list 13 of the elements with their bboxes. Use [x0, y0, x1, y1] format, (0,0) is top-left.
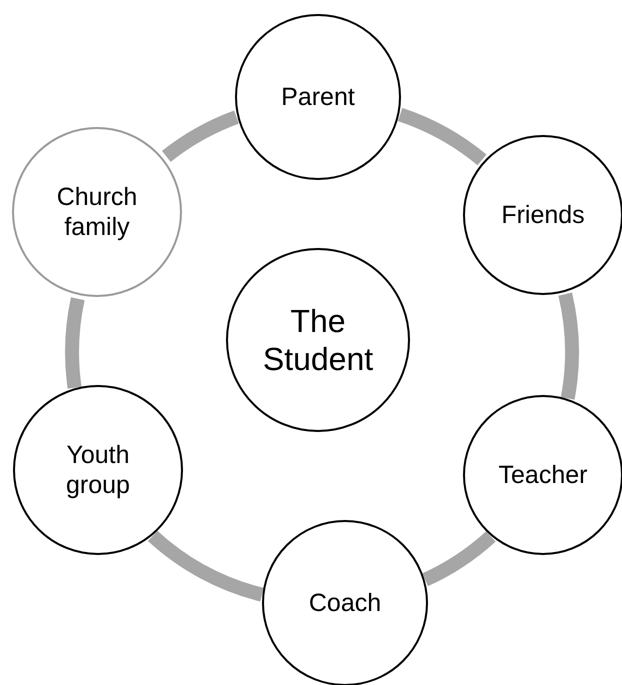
ring-connector: [148, 530, 264, 602]
ring-connector: [398, 108, 486, 166]
ring-connector: [558, 292, 579, 400]
node-label: Teacher: [498, 460, 588, 490]
node-label: Church family: [56, 182, 138, 242]
node-label: Parent: [280, 82, 356, 112]
ring-connector: [162, 110, 240, 162]
node-label: The Student: [262, 302, 374, 378]
ring-connector: [65, 298, 85, 388]
ring-connector: [422, 531, 496, 586]
node-label: Friends: [500, 200, 586, 230]
node-label: Youth group: [65, 440, 131, 500]
node-label: Coach: [308, 588, 382, 618]
